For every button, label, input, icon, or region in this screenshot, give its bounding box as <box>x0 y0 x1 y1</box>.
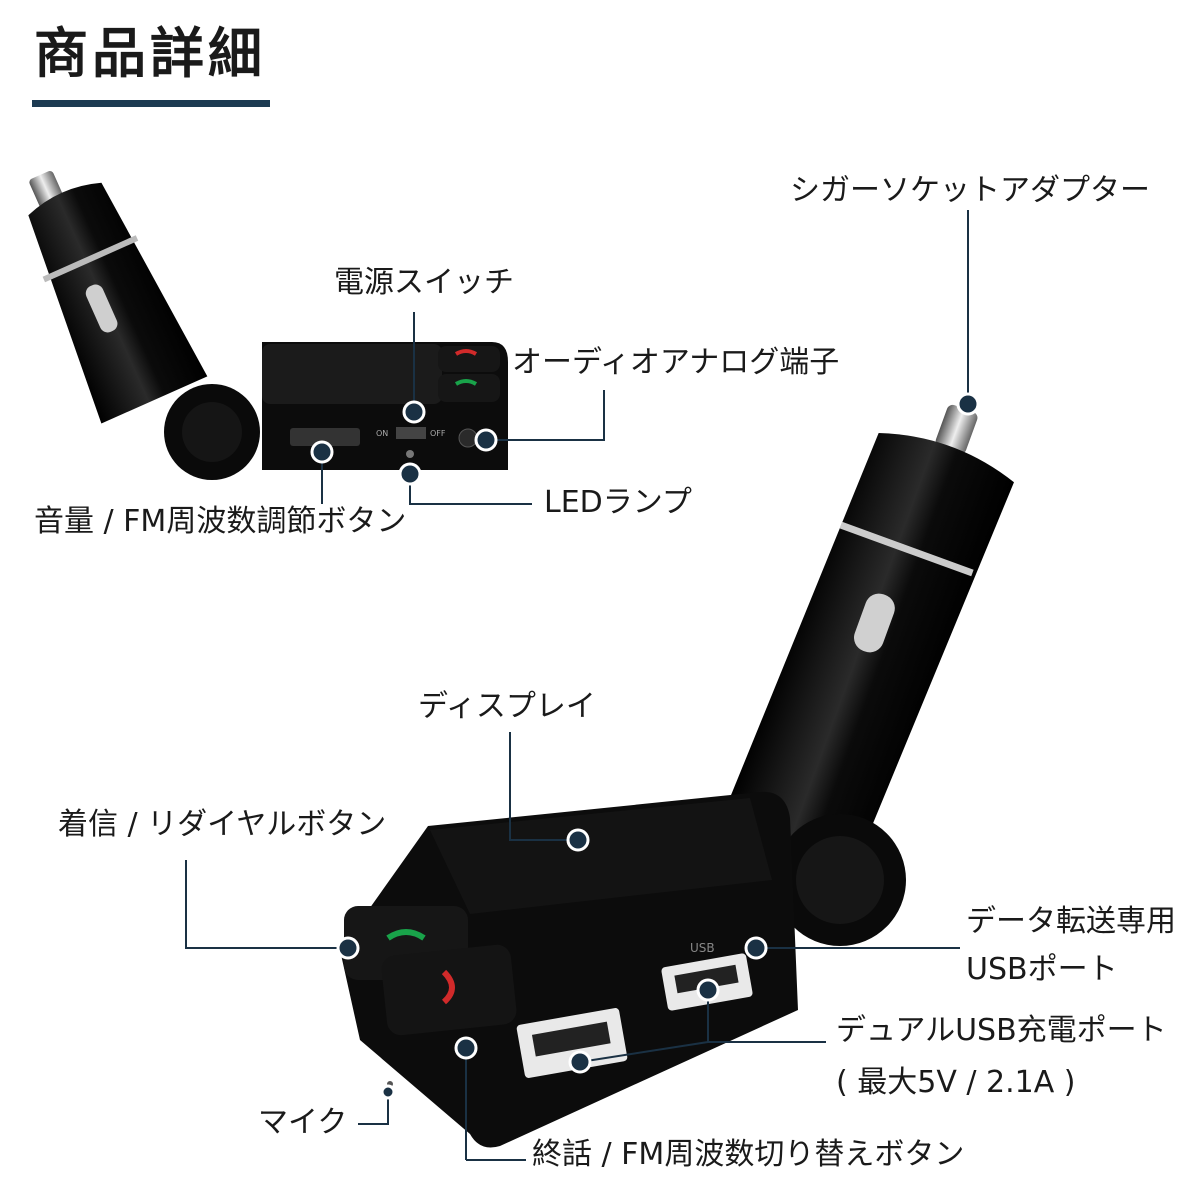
dot-led-lamp <box>398 462 422 486</box>
label-dual-usb-line2: ( 最大5V / 2.1A ) <box>836 1065 1076 1100</box>
side-plug-contact <box>85 284 118 333</box>
side-plug-ring <box>42 235 139 283</box>
side-volume-rocker <box>290 428 360 446</box>
front-plug-contact <box>854 593 895 653</box>
label-data-usb-line2: USBポート <box>966 952 1118 987</box>
label-end-call-button: 終話 / FM周波数切り替えボタン <box>532 1137 965 1172</box>
label-call-button: 着信 / リダイヤルボタン <box>58 807 387 842</box>
dot-call-button <box>336 936 360 960</box>
front-usb-print: USB <box>690 941 715 955</box>
label-volume-button: 音量 / FM周波数調節ボタン <box>34 504 407 539</box>
page-title: 商品詳細 <box>34 22 266 85</box>
label-mic: マイク <box>258 1105 348 1140</box>
dot-cigar-adapter <box>956 392 980 416</box>
side-power-switch <box>396 427 426 439</box>
side-led <box>406 450 414 458</box>
side-audio-jack <box>458 428 478 448</box>
device-front-view: USB <box>340 404 1014 1148</box>
front-plug-ring <box>839 521 974 577</box>
device-side-view: ON OFF <box>28 171 508 480</box>
label-cigar-adapter: シガーソケットアダプター <box>790 173 1150 208</box>
dot-dual-usb-lower <box>568 1050 592 1074</box>
label-audio-jack: オーディオアナログ端子 <box>512 345 840 380</box>
side-plug-body <box>28 182 208 424</box>
dot-power-switch <box>402 400 426 424</box>
side-call-button <box>438 374 500 402</box>
side-plug <box>28 171 208 424</box>
label-dual-usb-line1: デュアルUSB充電ポート <box>836 1013 1167 1048</box>
dot-mic <box>380 1084 396 1100</box>
callout-lines <box>185 210 969 1161</box>
front-plug-tip <box>935 404 978 454</box>
front-display <box>430 798 772 914</box>
end-call-icon <box>454 349 478 356</box>
call-icon <box>454 379 478 386</box>
dot-data-usb <box>744 936 768 960</box>
side-switch-off-text: OFF <box>430 429 446 438</box>
front-end-call-icon <box>441 969 455 1005</box>
label-data-usb-line1: データ転送専用 <box>966 904 1176 939</box>
label-display: ディスプレイ <box>418 689 596 724</box>
dot-volume-button <box>310 440 334 464</box>
label-led-lamp: LEDランプ <box>544 485 692 520</box>
label-power-switch: 電源スイッチ <box>334 265 514 300</box>
dot-dual-usb-upper <box>696 978 720 1002</box>
front-call-icon <box>386 929 426 941</box>
dot-end-call-button <box>454 1036 478 1060</box>
front-plug <box>719 404 1014 871</box>
dot-display <box>566 828 590 852</box>
side-switch-on-text: ON <box>376 429 388 438</box>
callout-dots <box>310 392 980 1100</box>
title-underline <box>32 100 270 107</box>
dot-audio-jack <box>474 428 498 452</box>
side-end-button <box>438 346 500 372</box>
